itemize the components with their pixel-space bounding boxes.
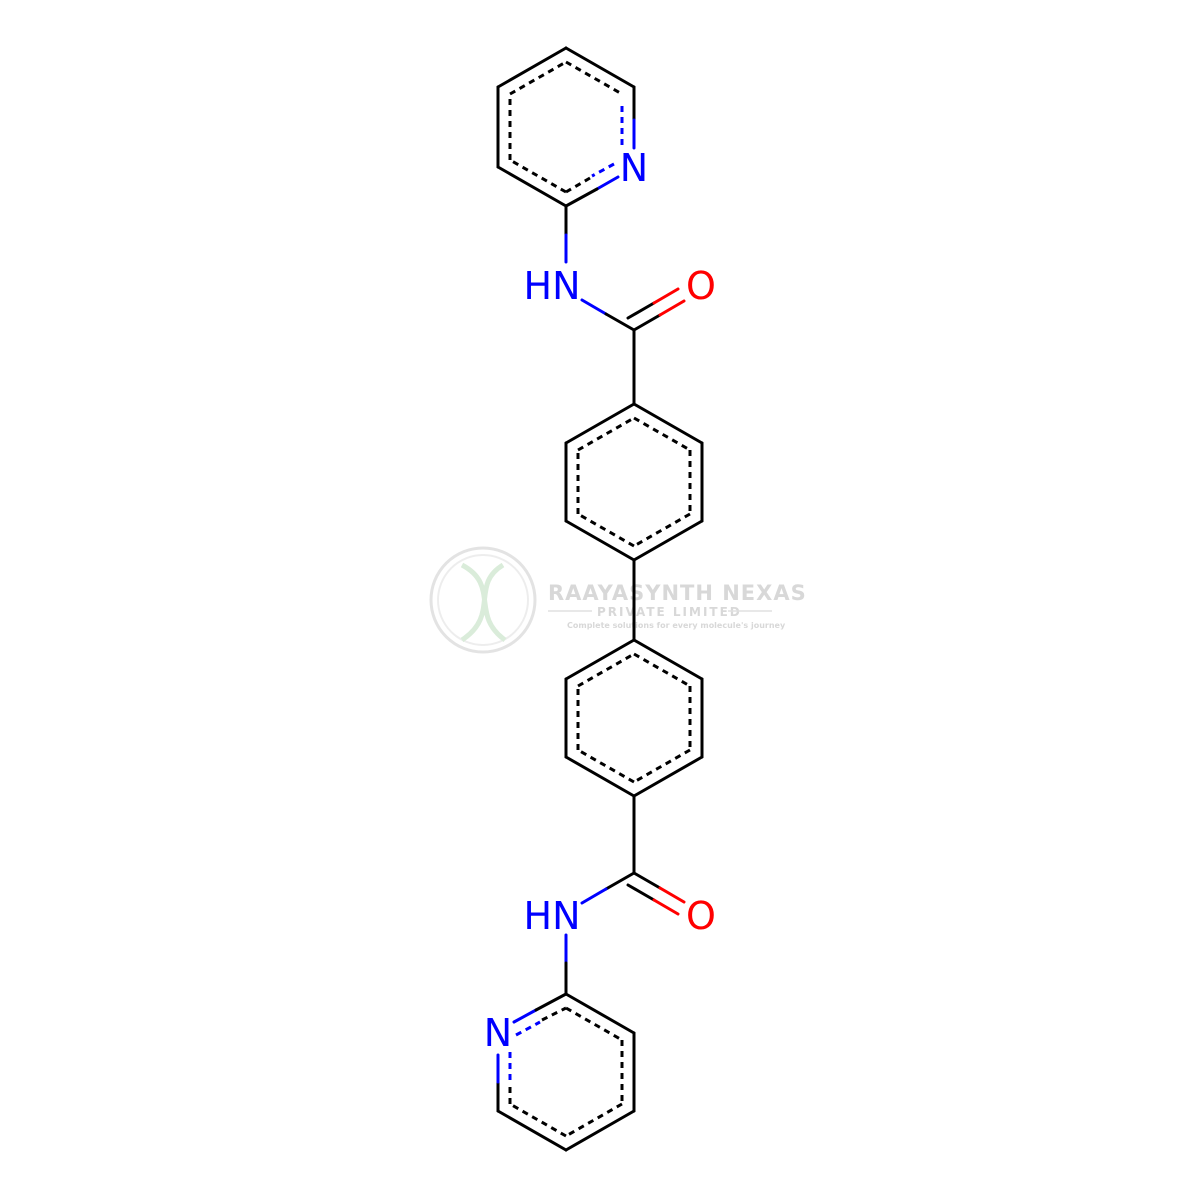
atom-label-nh-top: HN — [524, 264, 581, 308]
pyridine-ring-top — [496, 46, 636, 208]
atom-label-o-top: O — [686, 264, 716, 308]
watermark-dna-icon — [460, 562, 507, 643]
atom-label-o-bottom: O — [686, 894, 716, 938]
pyridine-ring-bottom — [496, 992, 636, 1152]
amide-linker-bottom — [564, 794, 686, 996]
atom-label-n-bottom-ring: N — [484, 1011, 512, 1055]
watermark: RAAYASYNTH NEXAS PRIVATE LIMITED Complet… — [429, 546, 807, 654]
watermark-company-name: RAAYASYNTH NEXAS — [548, 581, 807, 605]
watermark-logo-circle — [429, 546, 537, 654]
amide-linker-top — [564, 204, 686, 406]
atom-label-n-top-ring: N — [620, 146, 648, 190]
watermark-company-subtitle: PRIVATE LIMITED — [597, 605, 742, 619]
watermark-tagline: Complete solutions for every molecule's … — [567, 621, 786, 630]
watermark-logo-inner-circle — [437, 554, 529, 646]
benzene-ring-lower — [564, 638, 704, 798]
benzene-ring-upper — [564, 402, 704, 562]
atom-label-nh-bottom: HN — [524, 894, 581, 938]
